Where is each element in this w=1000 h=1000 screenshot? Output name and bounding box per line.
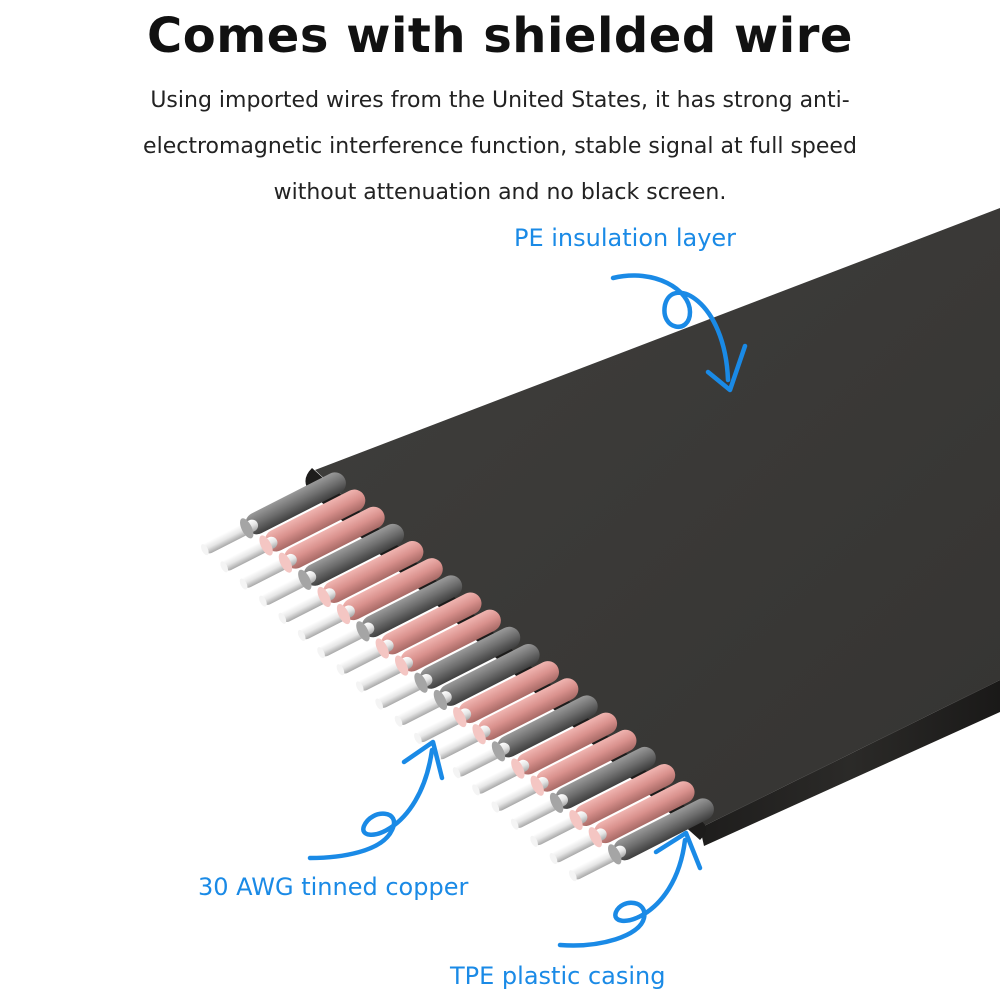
wire-insulation <box>516 712 618 775</box>
pink-wire <box>355 609 501 693</box>
wire-insulation <box>497 695 598 758</box>
wire-insulation <box>284 506 385 569</box>
pe-arrowhead-icon <box>705 343 748 393</box>
description-line-3: without attenuation and no black screen. <box>273 180 727 205</box>
tpe-arrow-icon <box>557 837 688 948</box>
awg-copper-label: 30 AWG tinned copper <box>198 873 469 901</box>
core-tip <box>239 578 248 590</box>
pink-wire <box>549 781 695 865</box>
core-tip <box>375 698 383 710</box>
wire-insulation <box>400 609 501 672</box>
wire-insulation <box>303 523 405 586</box>
gray-wire <box>569 798 714 882</box>
description-line-1: Using imported wires from the United Sta… <box>150 88 850 113</box>
core-tip <box>569 870 577 882</box>
wire-end <box>356 621 370 642</box>
wire-end <box>240 518 254 539</box>
wire-end <box>259 535 273 556</box>
pink-wire <box>297 558 443 641</box>
wire-end <box>433 689 448 710</box>
core-tip <box>452 767 461 779</box>
wire-end <box>608 844 622 865</box>
gray-wire <box>394 643 540 727</box>
core-tip <box>317 647 325 659</box>
core-tip <box>336 664 345 676</box>
wire-insulation <box>574 764 676 827</box>
wire-insulation <box>419 626 521 689</box>
awg-arrowhead-icon <box>401 739 445 781</box>
tpe-casing-label: TPE plastic casing <box>450 962 666 990</box>
wire-group <box>201 472 714 882</box>
pink-wire <box>472 712 618 796</box>
core-tip <box>414 732 422 744</box>
core-tip <box>278 612 287 624</box>
core-tip <box>201 544 209 556</box>
wire-insulation <box>361 575 463 638</box>
core-tip <box>510 818 519 830</box>
wire-end <box>298 569 312 590</box>
wire-end <box>453 706 467 728</box>
pe-insulation-label: PE insulation layer <box>514 224 737 252</box>
description: Using imported wires from the United Sta… <box>120 78 880 216</box>
gray-wire <box>201 472 346 556</box>
awg-arrow-icon <box>307 747 435 861</box>
wire-end <box>530 775 544 796</box>
wire-insulation <box>477 678 579 741</box>
pe-arrow-icon <box>610 273 731 383</box>
pink-wire <box>239 506 385 590</box>
pink-wire <box>336 592 482 676</box>
wire-end <box>588 827 603 848</box>
wire-insulation <box>381 592 482 655</box>
tpe-arrowhead-icon <box>653 830 703 871</box>
wire-insulation <box>555 746 656 809</box>
core-tip <box>394 715 403 727</box>
wire-insulation <box>322 541 424 603</box>
wire-insulation <box>264 489 366 552</box>
wire-insulation <box>245 472 346 535</box>
wire-end <box>317 586 331 608</box>
wire-end <box>549 792 564 813</box>
wire-end <box>491 741 506 762</box>
core-tip <box>472 784 480 796</box>
gray-wire <box>375 626 521 710</box>
wire-end <box>511 758 525 779</box>
pink-wire <box>530 764 676 847</box>
description-line-2: electromagnetic interference function, s… <box>143 134 857 159</box>
pink-wire <box>278 541 424 624</box>
wire-insulation <box>458 661 559 724</box>
core-tip <box>297 629 306 641</box>
wire-insulation <box>342 558 443 621</box>
gray-wire <box>510 746 656 830</box>
core-tip <box>259 595 267 607</box>
core-tip <box>530 835 538 847</box>
gray-wire <box>317 575 463 659</box>
page-title: Comes with shielded wire <box>147 8 853 64</box>
wire-insulation <box>536 729 637 792</box>
wire-end <box>414 672 428 693</box>
pink-wire <box>491 729 637 813</box>
wire-insulation <box>439 643 540 706</box>
wire-end <box>278 552 293 573</box>
core-tip <box>355 681 364 693</box>
gray-wire <box>452 695 598 779</box>
wire-end <box>375 638 389 659</box>
wire-insulation <box>594 781 695 844</box>
core-tip <box>220 561 229 573</box>
pink-wire <box>414 661 559 744</box>
core-tip <box>491 801 500 813</box>
gray-wire <box>259 523 405 607</box>
wire-end <box>336 604 351 625</box>
pink-wire <box>220 489 366 573</box>
wire-end <box>569 809 583 831</box>
wire-end <box>394 655 409 676</box>
wire-end <box>472 724 486 745</box>
core-tip <box>549 852 558 865</box>
wire-insulation <box>613 798 714 861</box>
